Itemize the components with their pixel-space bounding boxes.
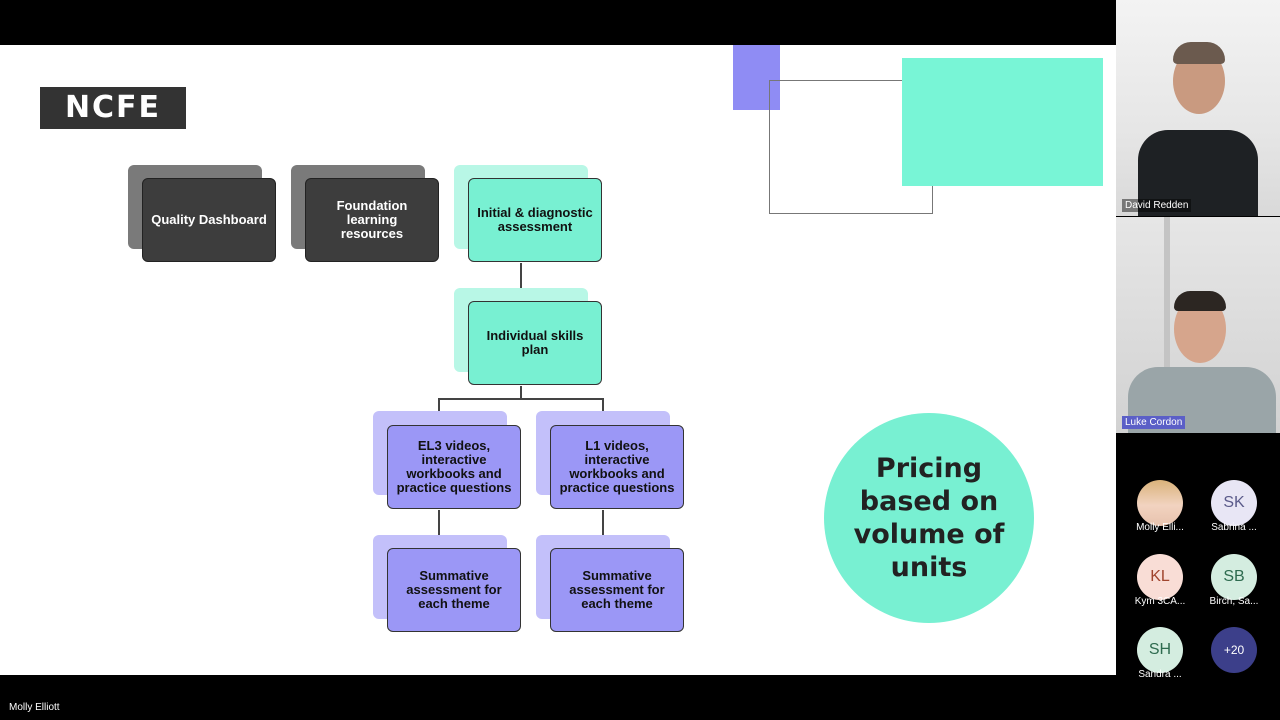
presentation-slide: NCFE Quality Dashboard Foundation learni… <box>0 45 1116 675</box>
avatar-label: Kym 3CA... <box>1134 596 1186 607</box>
avatar-label: Birch, Sa... <box>1209 596 1259 607</box>
decorative-teal-block <box>902 58 1103 186</box>
participant-video <box>1138 130 1258 216</box>
connector-line <box>438 510 440 549</box>
card-quality-dashboard: Quality Dashboard <box>142 178 276 262</box>
participant-avatar[interactable]: SH <box>1137 627 1183 673</box>
ncfe-logo: NCFE <box>40 87 186 129</box>
participant-avatar-photo[interactable] <box>1137 480 1183 526</box>
more-participants-button[interactable]: +20 <box>1211 627 1257 673</box>
card-initial-diagnostic: Initial & diagnostic assessment <box>468 178 602 262</box>
participant-hair <box>1173 42 1225 64</box>
card-summative-right: Summative assessment for each theme <box>550 548 684 632</box>
video-tile-david-redden[interactable]: David Redden <box>1116 0 1280 216</box>
card-individual-skills: Individual skills plan <box>468 301 602 385</box>
participant-name: David Redden <box>1122 199 1192 212</box>
card-summative-left: Summative assessment for each theme <box>387 548 521 632</box>
participant-avatar[interactable]: SK <box>1211 480 1257 526</box>
video-tile-luke-cordon[interactable]: Luke Cordon <box>1116 217 1280 433</box>
avatar-label: Sandra ... <box>1138 669 1182 680</box>
avatar-label: Sabrina ... <box>1211 522 1257 533</box>
connector-line <box>520 263 522 301</box>
participant-hair <box>1174 291 1226 311</box>
pricing-text: Pricing based on volume of units <box>853 453 1005 583</box>
card-l1-videos: L1 videos, interactive workbooks and pra… <box>550 425 684 509</box>
background-pillar <box>1164 217 1170 433</box>
card-foundation-learning: Foundation learning resources <box>305 178 439 262</box>
avatar-label: Molly Elli... <box>1136 522 1184 533</box>
pricing-circle: Pricing based on volume of units <box>824 413 1034 623</box>
decorative-purple-block <box>733 45 780 110</box>
connector-line <box>602 510 604 549</box>
presenter-name: Molly Elliott <box>9 702 60 713</box>
participant-avatar[interactable]: SB <box>1211 554 1257 600</box>
participant-avatar[interactable]: KL <box>1137 554 1183 600</box>
connector-line <box>520 386 522 398</box>
card-el3-videos: EL3 videos, interactive workbooks and pr… <box>387 425 521 509</box>
connector-line <box>438 398 603 400</box>
participant-name: Luke Cordon <box>1122 416 1186 429</box>
shared-screen-area: NCFE Quality Dashboard Foundation learni… <box>0 45 1116 675</box>
